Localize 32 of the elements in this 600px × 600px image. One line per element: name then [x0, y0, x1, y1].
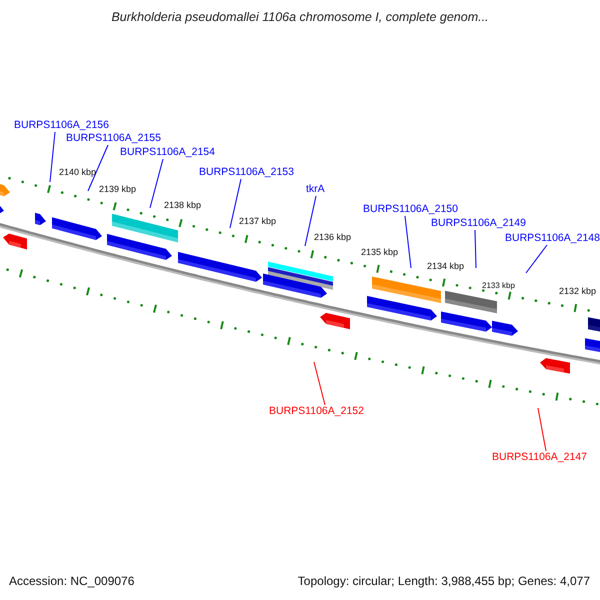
gene-label: BURPS1106A_2154 [120, 146, 215, 159]
tick-label: 2132 kbp [559, 285, 596, 298]
leader-line [538, 408, 546, 452]
tick-label: 2136 kbp [314, 231, 352, 244]
tick-label: 2134 kbp [427, 260, 464, 273]
leader-line [314, 362, 326, 406]
tick-label: 2140 kbp [59, 166, 96, 179]
tick-label: 2138 kbp [164, 199, 202, 212]
gene-label: BURPS1106A_2148 [505, 232, 600, 245]
gene-label: BURPS1106A_2152 [269, 405, 364, 418]
genome-info-text: Topology: circular; Length: 3,988,455 bp; Genes: 4,077 [298, 575, 590, 588]
tick-label: 2139 kbp [99, 183, 136, 196]
leader-line [404, 216, 412, 268]
leader-line [50, 132, 56, 182]
gene-label: tkrA [306, 183, 325, 196]
leader-line [474, 230, 476, 268]
gene-label: BURPS1106A_2155 [66, 132, 161, 145]
leader-line [526, 244, 548, 274]
tick-label: 2135 kbp [361, 246, 398, 259]
accession-text: Accession: NC_009076 [9, 575, 134, 588]
gene-label: BURPS1106A_2147 [492, 451, 587, 464]
leader-line [150, 158, 164, 208]
tick-label: 2137 kbp [239, 215, 276, 228]
gene-label: BURPS1106A_2150 [363, 203, 458, 216]
leader-line [230, 178, 242, 228]
leader-line [304, 196, 316, 246]
gene-label: BURPS1106A_2156 [14, 119, 109, 132]
tick-label: 2133 kbp [482, 280, 515, 292]
gene-label: BURPS1106A_2149 [431, 217, 526, 230]
leader-line [88, 144, 108, 192]
gene-label: BURPS1106A_2153 [199, 166, 294, 179]
title: Burkholderia pseudomallei 1106a chromosome I, complete genom... [110, 11, 490, 24]
